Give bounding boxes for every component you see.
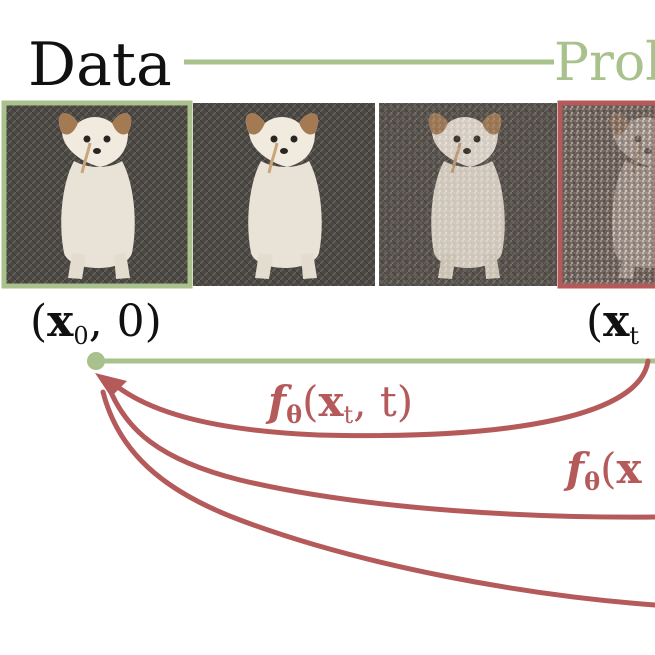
svg-text:(x0, 0): (x0, 0) (30, 296, 162, 350)
prob-label: Prob (554, 33, 655, 93)
consistency-arrows (100, 358, 655, 608)
image-panel-slightly-noisy (193, 103, 375, 286)
point-label-left: (x0, 0) (30, 296, 162, 350)
arrow-head-icon (95, 373, 127, 397)
arrow-2-label: fθ(x (563, 444, 642, 496)
svg-text:fθ(xt, t): fθ(xt, t) (265, 377, 413, 429)
image-panel-noisier (379, 103, 557, 286)
arrow-1-label: fθ(xt, t) (265, 377, 413, 429)
data-label: Data (28, 30, 172, 100)
arrow-3 (100, 389, 655, 608)
image-panel-clean (1, 100, 193, 289)
image-panel-very-noisy (557, 100, 655, 289)
arrow-2 (105, 382, 655, 520)
arrow-1 (105, 358, 651, 439)
svg-text:fθ(x: fθ(x (563, 444, 642, 496)
svg-text:(xt: (xt (586, 296, 639, 350)
point-label-right: (xt (586, 296, 639, 350)
start-point-dot (87, 352, 105, 370)
